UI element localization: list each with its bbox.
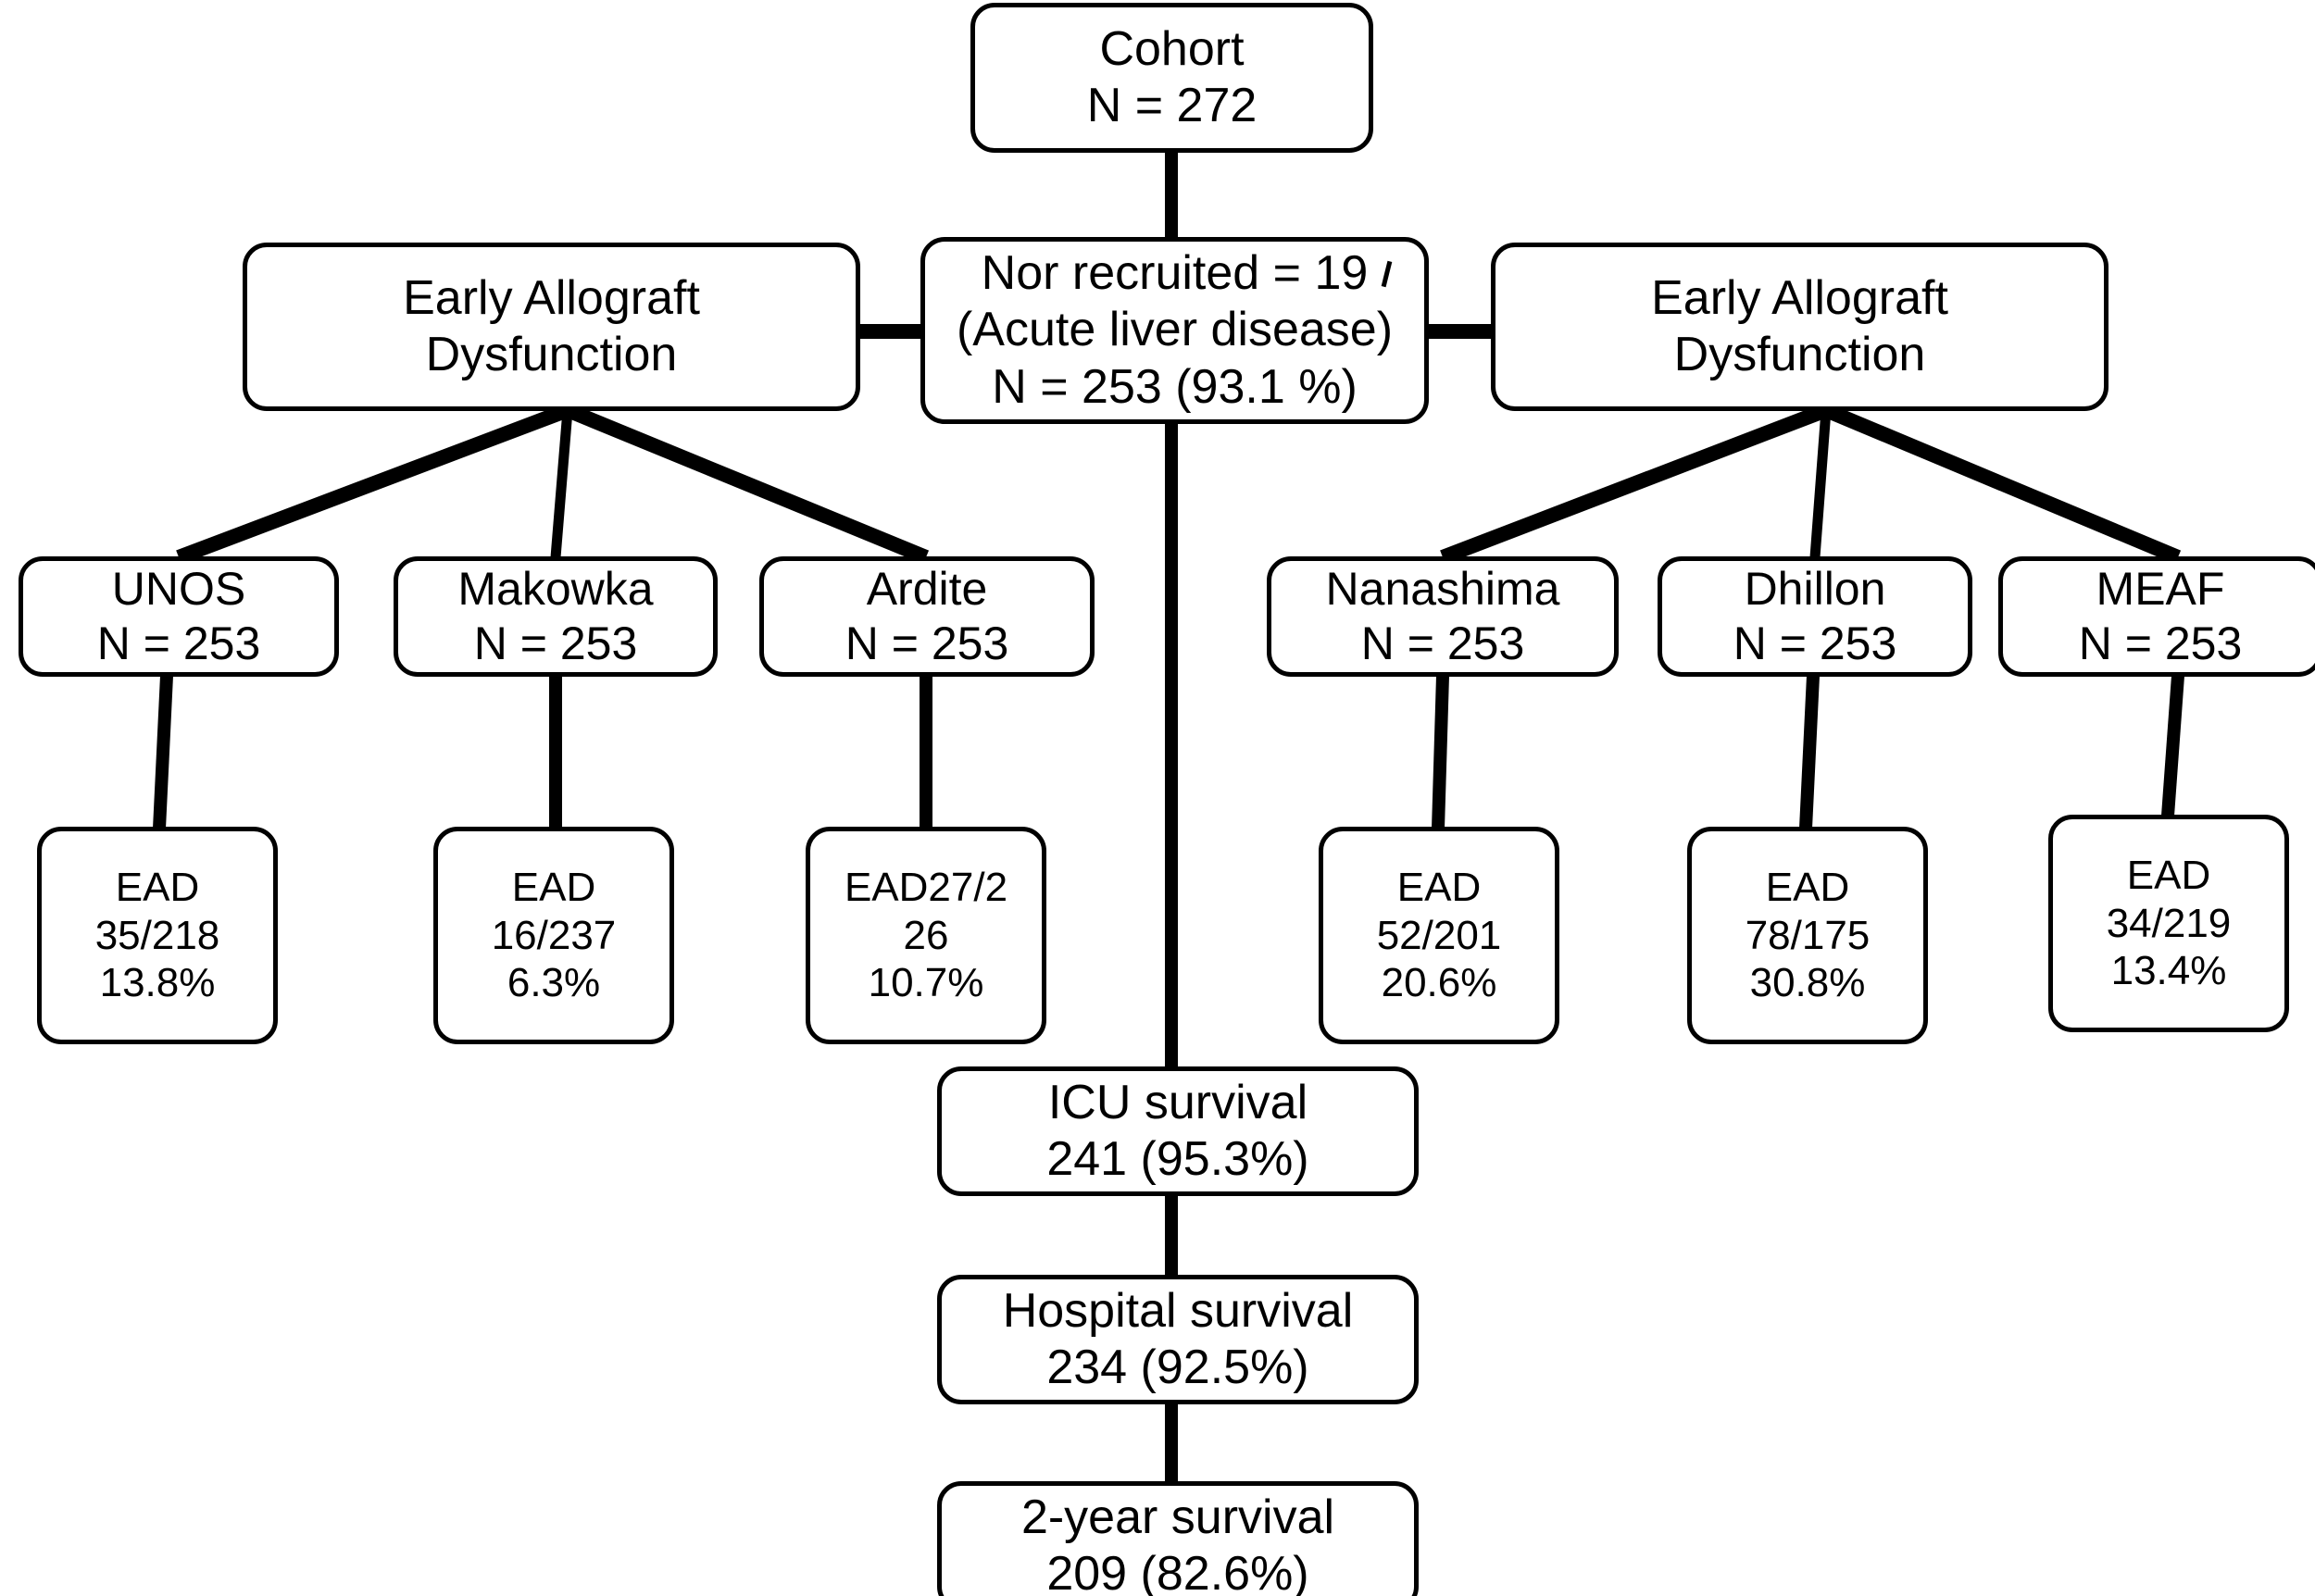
node-two-year-survival-label: 2-year survival <box>1020 1490 1335 1544</box>
node-unos-name: UNOS <box>111 563 246 615</box>
node-cohort-label: Cohort <box>1099 21 1245 76</box>
node-unos-count: N = 253 <box>96 617 261 669</box>
node-ead-right-line2: Dysfunction <box>1673 328 1926 381</box>
node-ead-result-ardite[interactable]: EAD27/2 26 10.7% <box>806 827 1046 1044</box>
node-ead-meaf-label: EAD <box>2126 852 2211 898</box>
node-score-unos[interactable]: UNOS N = 253 <box>19 556 339 677</box>
node-ead-nanashima-percent: 20.6% <box>1381 960 1497 1006</box>
node-ead-dhillon-label: EAD <box>1765 864 1850 910</box>
node-ead-meaf-ratio: 34/219 <box>2106 900 2232 946</box>
node-score-meaf[interactable]: MEAF N = 253 <box>1998 556 2315 677</box>
node-ead-nanashima-label: EAD <box>1396 864 1482 910</box>
edge-ead-right-to-dhillon <box>1809 409 1832 558</box>
node-meaf-name: MEAF <box>2096 563 2225 615</box>
edge-ead-right-to-nanashima <box>1440 403 1829 565</box>
node-score-nanashima[interactable]: Nanashima N = 253 <box>1267 556 1619 677</box>
node-makowka-count: N = 253 <box>473 617 638 669</box>
node-nanashima-name: Nanashima <box>1325 563 1560 615</box>
node-hospital-survival-label: Hospital survival <box>1002 1283 1354 1338</box>
node-meaf-count: N = 253 <box>2078 617 2243 669</box>
node-ead-dhillon-percent: 30.8% <box>1749 960 1866 1006</box>
node-ead-left-line2: Dysfunction <box>425 328 678 381</box>
node-ead-makowka-ratio: 16/237 <box>491 912 617 958</box>
node-ead-meaf-percent: 13.4% <box>2110 948 2227 994</box>
node-icu-survival-value: 241 (95.3%) <box>1046 1132 1309 1186</box>
node-two-year-survival[interactable]: 2-year survival 209 (82.6%) <box>937 1481 1419 1596</box>
node-dhillon-count: N = 253 <box>1733 617 1897 669</box>
node-ead-dhillon-ratio: 78/175 <box>1745 912 1871 958</box>
node-ead-unos-label: EAD <box>115 864 200 910</box>
node-dhillon-name: Dhillon <box>1744 563 1886 615</box>
node-not-recruited[interactable]: Nor recruited = 19 (Acute liver disease)… <box>920 237 1429 424</box>
node-ead-makowka-percent: 6.3% <box>507 960 601 1006</box>
node-ead-left-line1: Early Allograft <box>403 270 700 325</box>
node-nanashima-count: N = 253 <box>1360 617 1525 669</box>
node-early-allograft-dysfunction-left[interactable]: Early Allograft Dysfunction <box>243 243 860 411</box>
node-ead-result-nanashima[interactable]: EAD 52/201 20.6% <box>1319 827 1559 1044</box>
edge-ead-left-to-makowka <box>550 409 573 558</box>
node-early-allograft-dysfunction-right[interactable]: Early Allograft Dysfunction <box>1491 243 2109 411</box>
node-ardite-count: N = 253 <box>845 617 1009 669</box>
edge-dhillon-to-ead-dhillon <box>1799 675 1820 829</box>
node-score-ardite[interactable]: Ardite N = 253 <box>759 556 1095 677</box>
node-not-recruited-line2: (Acute liver disease) <box>956 303 1394 357</box>
node-not-recruited-line3: N = 253 (93.1 %) <box>992 359 1358 414</box>
node-ead-makowka-label: EAD <box>511 864 596 910</box>
node-not-recruited-line1: Nor recruited = 19 <box>981 245 1369 300</box>
node-ead-unos-ratio: 35/218 <box>94 912 220 958</box>
node-hospital-survival[interactable]: Hospital survival 234 (92.5%) <box>937 1275 1419 1404</box>
node-ead-ardite-label: EAD27/2 <box>844 864 1008 910</box>
node-ead-unos-percent: 13.8% <box>99 960 216 1006</box>
node-score-dhillon[interactable]: Dhillon N = 253 <box>1658 556 1972 677</box>
node-ead-result-dhillon[interactable]: EAD 78/175 30.8% <box>1687 827 1928 1044</box>
edge-ead-left-to-unos <box>176 403 570 565</box>
node-two-year-survival-value: 209 (82.6%) <box>1046 1547 1309 1596</box>
node-score-makowka[interactable]: Makowka N = 253 <box>394 556 718 677</box>
node-cohort[interactable]: Cohort N = 272 <box>970 3 1373 153</box>
node-ead-nanashima-ratio: 52/201 <box>1376 912 1502 958</box>
node-ardite-name: Ardite <box>866 563 988 615</box>
node-icu-survival-label: ICU survival <box>1047 1075 1308 1129</box>
node-makowka-name: Makowka <box>457 563 654 615</box>
node-hospital-survival-value: 234 (92.5%) <box>1046 1340 1309 1394</box>
edge-nanashima-to-ead-nanashima <box>1432 675 1449 829</box>
node-ead-right-line1: Early Allograft <box>1651 270 1948 325</box>
edge-meaf-to-ead-meaf <box>2160 675 2184 829</box>
node-ead-result-meaf[interactable]: EAD 34/219 13.4% <box>2048 815 2289 1032</box>
node-ead-result-makowka[interactable]: EAD 16/237 6.3% <box>433 827 674 1044</box>
node-cohort-count: N = 272 <box>1086 79 1258 132</box>
node-icu-survival[interactable]: ICU survival 241 (95.3%) <box>937 1066 1419 1196</box>
edge-ead-left-to-ardite <box>564 403 930 565</box>
edge-ead-right-to-meaf <box>1822 403 2182 565</box>
node-ead-ardite-ratio: 26 <box>903 912 949 958</box>
node-ead-result-unos[interactable]: EAD 35/218 13.8% <box>37 827 278 1044</box>
edge-unos-to-ead-unos <box>153 675 173 829</box>
node-ead-ardite-percent: 10.7% <box>868 960 984 1006</box>
